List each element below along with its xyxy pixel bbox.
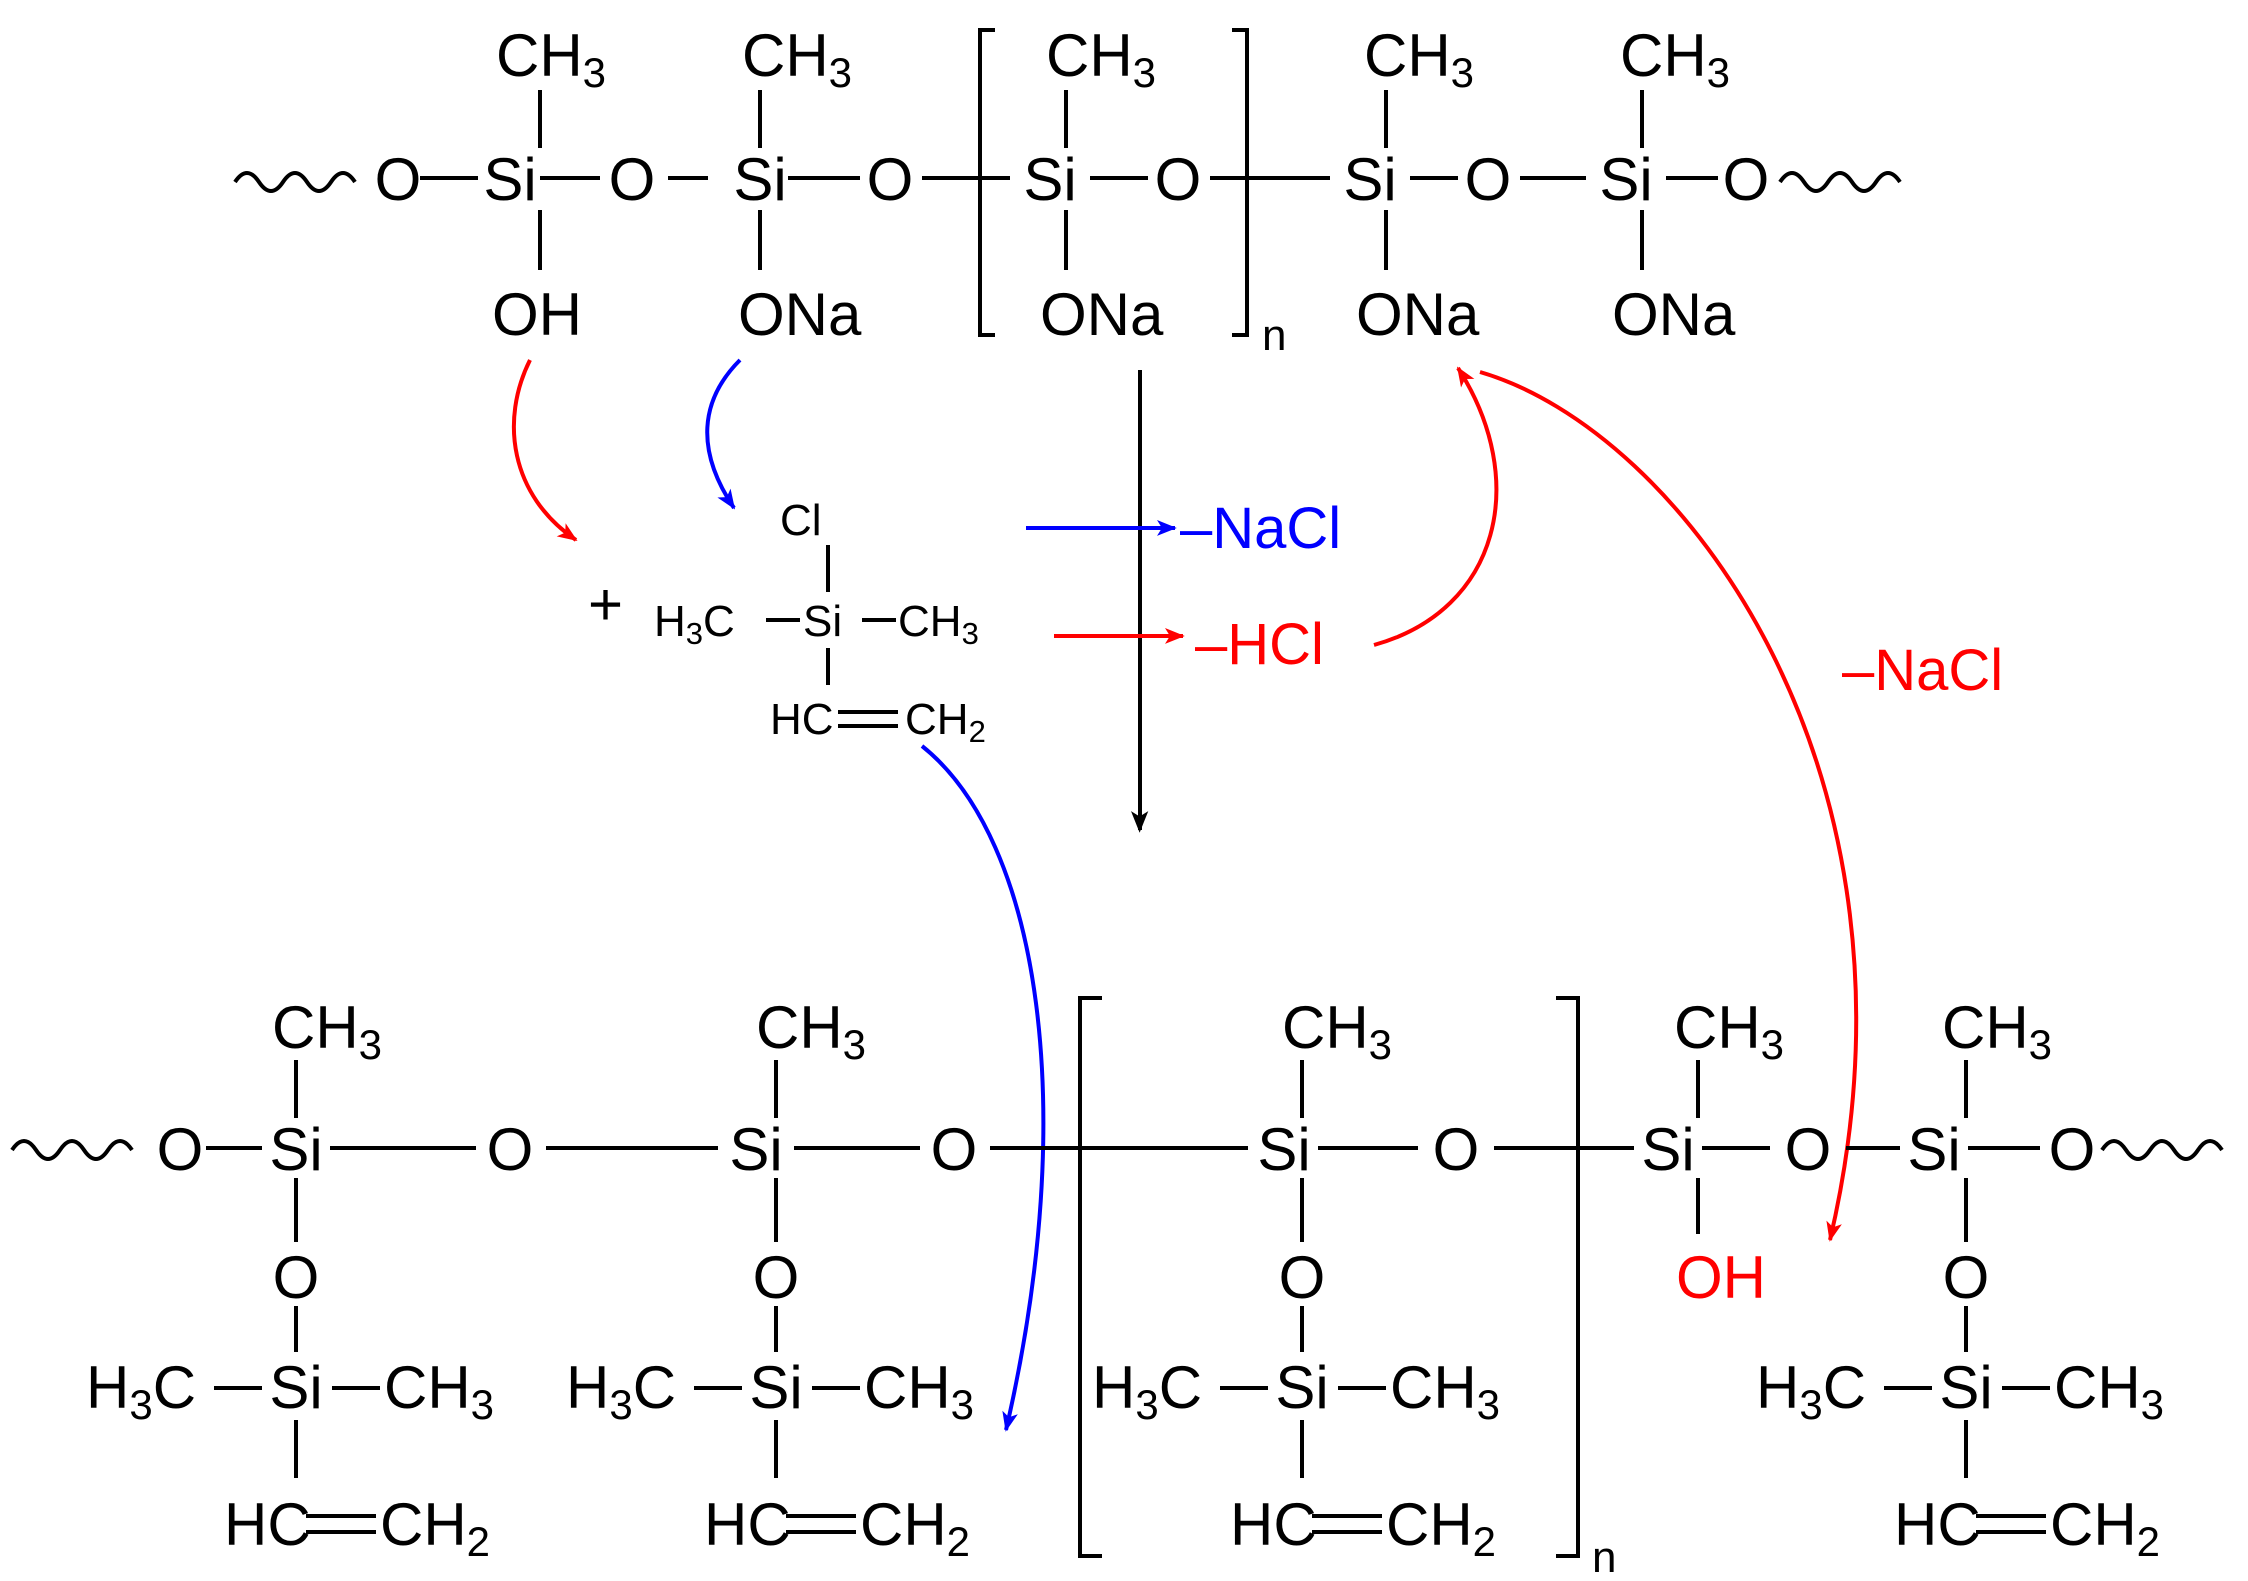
atom-o: O (157, 1116, 204, 1183)
vinyl-ch-label: HC (1230, 1491, 1317, 1558)
atom-o: O (1943, 1244, 1990, 1311)
sodium-oxide-label: ONa (1356, 281, 1480, 348)
methyl-label: CH3 (898, 597, 979, 651)
repeat-bracket-right (1556, 996, 1580, 1558)
methyl-label: CH3 (864, 1354, 974, 1428)
atom-o: O (609, 146, 656, 213)
sodium-oxide-label: ONa (738, 281, 862, 348)
methyl-label: CH3 (384, 1354, 494, 1428)
chain-end-wavy-right (1778, 171, 1902, 193)
methyl-label: CH3 (1942, 994, 2052, 1068)
repeat-bracket-right (1232, 28, 1249, 337)
atom-o: O (487, 1116, 534, 1183)
byproduct-nacl-red: –NaCl (1842, 638, 2003, 703)
chain-end-wavy-right (2100, 1139, 2224, 1161)
methyl-label: CH3 (1046, 22, 1156, 96)
curved-arrow-hcl-to-ona (1373, 366, 1499, 647)
methyl-label: CH3 (1282, 994, 1392, 1068)
product-polymer: n O Si O Si O Si O Si O Si O CH3 CH3 CH3… (10, 994, 2224, 1581)
atom-si: Si (1023, 146, 1076, 213)
hydroxyl-label-red: OH (1676, 1244, 1766, 1311)
chlorine-label: Cl (780, 496, 822, 545)
reactant-polymer: n O Si O Si O Si O Si O Si O CH3 CH3 CH3… (233, 22, 1902, 360)
methyl-label: CH3 (1620, 22, 1730, 96)
methyl-label: CH3 (1390, 1354, 1500, 1428)
atom-o: O (1279, 1244, 1326, 1311)
sodium-oxide-label: ONa (1612, 281, 1736, 348)
vinyl-ch2-label: CH2 (1386, 1491, 1496, 1565)
pendant-vinylsilyloxy: O H3C Si CH3 HC CH2 (566, 1178, 974, 1565)
atom-si: Si (1599, 146, 1652, 213)
atom-o: O (1785, 1116, 1832, 1183)
atom-si: Si (729, 1116, 782, 1183)
atom-o: O (1465, 146, 1512, 213)
methyl-label: H3C (566, 1354, 676, 1428)
curved-arrow-ona-to-reagent (705, 358, 742, 510)
vinyl-ch-label: HC (1894, 1491, 1981, 1558)
plus-sign: + (588, 571, 623, 638)
atom-o: O (1723, 146, 1770, 213)
atom-si: Si (483, 146, 536, 213)
chain-end-wavy-left (10, 1139, 134, 1161)
methyl-label: CH3 (742, 22, 852, 96)
atom-o: O (753, 1244, 800, 1311)
curved-arrow-vinyl-to-product (920, 744, 1046, 1432)
methyl-label: CH3 (496, 22, 606, 96)
atom-si: Si (1343, 146, 1396, 213)
vinyl-ch2-label: CH2 (2050, 1491, 2160, 1565)
atom-o: O (375, 146, 422, 213)
byproduct-nacl-blue: –NaCl (1180, 496, 1341, 561)
atom-o: O (273, 1244, 320, 1311)
chain-end-wavy-left (233, 171, 357, 193)
atom-si: Si (1275, 1354, 1328, 1421)
atom-si: Si (269, 1116, 322, 1183)
atom-si: Si (749, 1354, 802, 1421)
methyl-label: CH3 (756, 994, 866, 1068)
byproduct-hcl: –HCl (1195, 612, 1324, 677)
methyl-label: CH3 (272, 994, 382, 1068)
curved-arrow-oh-to-reagent (511, 359, 578, 542)
pendant-vinylsilyloxy: O H3C Si CH3 HC CH2 (1092, 1178, 1500, 1565)
methyl-label: CH3 (2054, 1354, 2164, 1428)
atom-o: O (1155, 146, 1202, 213)
methyl-label: H3C (1092, 1354, 1202, 1428)
atom-si: Si (269, 1354, 322, 1421)
vinyl-ch-label: HC (224, 1491, 311, 1558)
vinyl-ch-label: HC (770, 695, 834, 744)
methyl-label: H3C (654, 597, 735, 651)
methyl-label: H3C (86, 1354, 196, 1428)
atom-si: Si (1641, 1116, 1694, 1183)
atom-o: O (867, 146, 914, 213)
methyl-label: H3C (1756, 1354, 1866, 1428)
pendant-vinylsilyloxy: O H3C Si CH3 HC CH2 (1756, 1178, 2164, 1565)
hydroxyl-label: OH (492, 281, 582, 348)
atom-si: Si (733, 146, 786, 213)
vinyl-ch-label: HC (704, 1491, 791, 1558)
methyl-label: CH3 (1674, 994, 1784, 1068)
vinyl-ch2-label: CH2 (860, 1491, 970, 1565)
repeat-index: n (1592, 1533, 1616, 1581)
atom-si: Si (1907, 1116, 1960, 1183)
atom-o: O (931, 1116, 978, 1183)
curved-arrow-ona-to-oh (1479, 370, 1859, 1242)
atom-o: O (2049, 1116, 2096, 1183)
atom-o: O (1433, 1116, 1480, 1183)
pendant-vinylsilyloxy: O H3C Si CH3 HC CH2 (86, 1178, 494, 1565)
repeat-bracket-left (978, 28, 995, 337)
vinyl-ch2-label: CH2 (905, 695, 986, 749)
reagent-chlorosilane: + Cl H3C Si CH3 HC CH2 (588, 496, 986, 749)
methyl-label: CH3 (1364, 22, 1474, 96)
atom-si: Si (1939, 1354, 1992, 1421)
repeat-bracket-left (1078, 996, 1102, 1558)
atom-si: Si (1257, 1116, 1310, 1183)
silicon-label: Si (803, 597, 842, 646)
sodium-oxide-label: ONa (1040, 281, 1164, 348)
vinyl-ch2-label: CH2 (380, 1491, 490, 1565)
repeat-index: n (1262, 311, 1286, 360)
